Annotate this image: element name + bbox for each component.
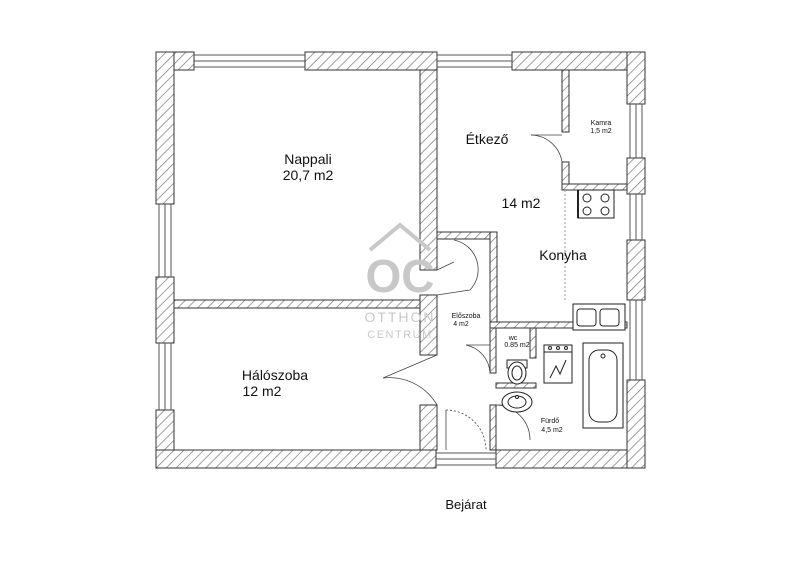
entrance-label: Bejárat: [445, 497, 487, 512]
boiler-icon: [543, 344, 573, 384]
watermark-mark: OC: [366, 250, 435, 302]
etkezo-name: Étkező: [466, 131, 509, 147]
konyha-area: 14 m2: [502, 195, 541, 211]
bathtub-icon: [582, 342, 624, 429]
toilet-icon: [506, 359, 528, 385]
interior-walls: [173, 69, 628, 451]
konyha-name: Konyha: [539, 247, 587, 263]
stove-icon: [577, 189, 615, 219]
halo-area: 12 m2: [243, 383, 282, 399]
eloszoba-name: Előszoba: [452, 313, 481, 320]
wc-name: wc: [508, 335, 518, 342]
nappali-name: Nappali: [284, 151, 331, 167]
wc-area: 0.85 m2: [504, 342, 529, 349]
watermark-line1: OTTHON: [364, 309, 435, 325]
furdo-area: 4,5 m2: [541, 427, 563, 434]
furdo-name: Fürdő: [541, 418, 559, 425]
nappali-area: 20,7 m2: [283, 167, 334, 183]
eloszoba-area: 4 m2: [453, 321, 469, 328]
otthon-centrum-watermark: OC OTTHON CENTRUM: [364, 222, 435, 341]
washbasin-icon: [501, 391, 533, 413]
kitchen-sink-icon: [572, 303, 626, 331]
halo-name: Hálószoba: [242, 367, 308, 383]
watermark-line2: CENTRUM: [367, 329, 433, 341]
windows: [158, 54, 643, 466]
kamra-name: Kamra: [591, 120, 612, 127]
roof-icon: [368, 222, 432, 252]
kamra-area: 1,5 m2: [590, 128, 612, 135]
